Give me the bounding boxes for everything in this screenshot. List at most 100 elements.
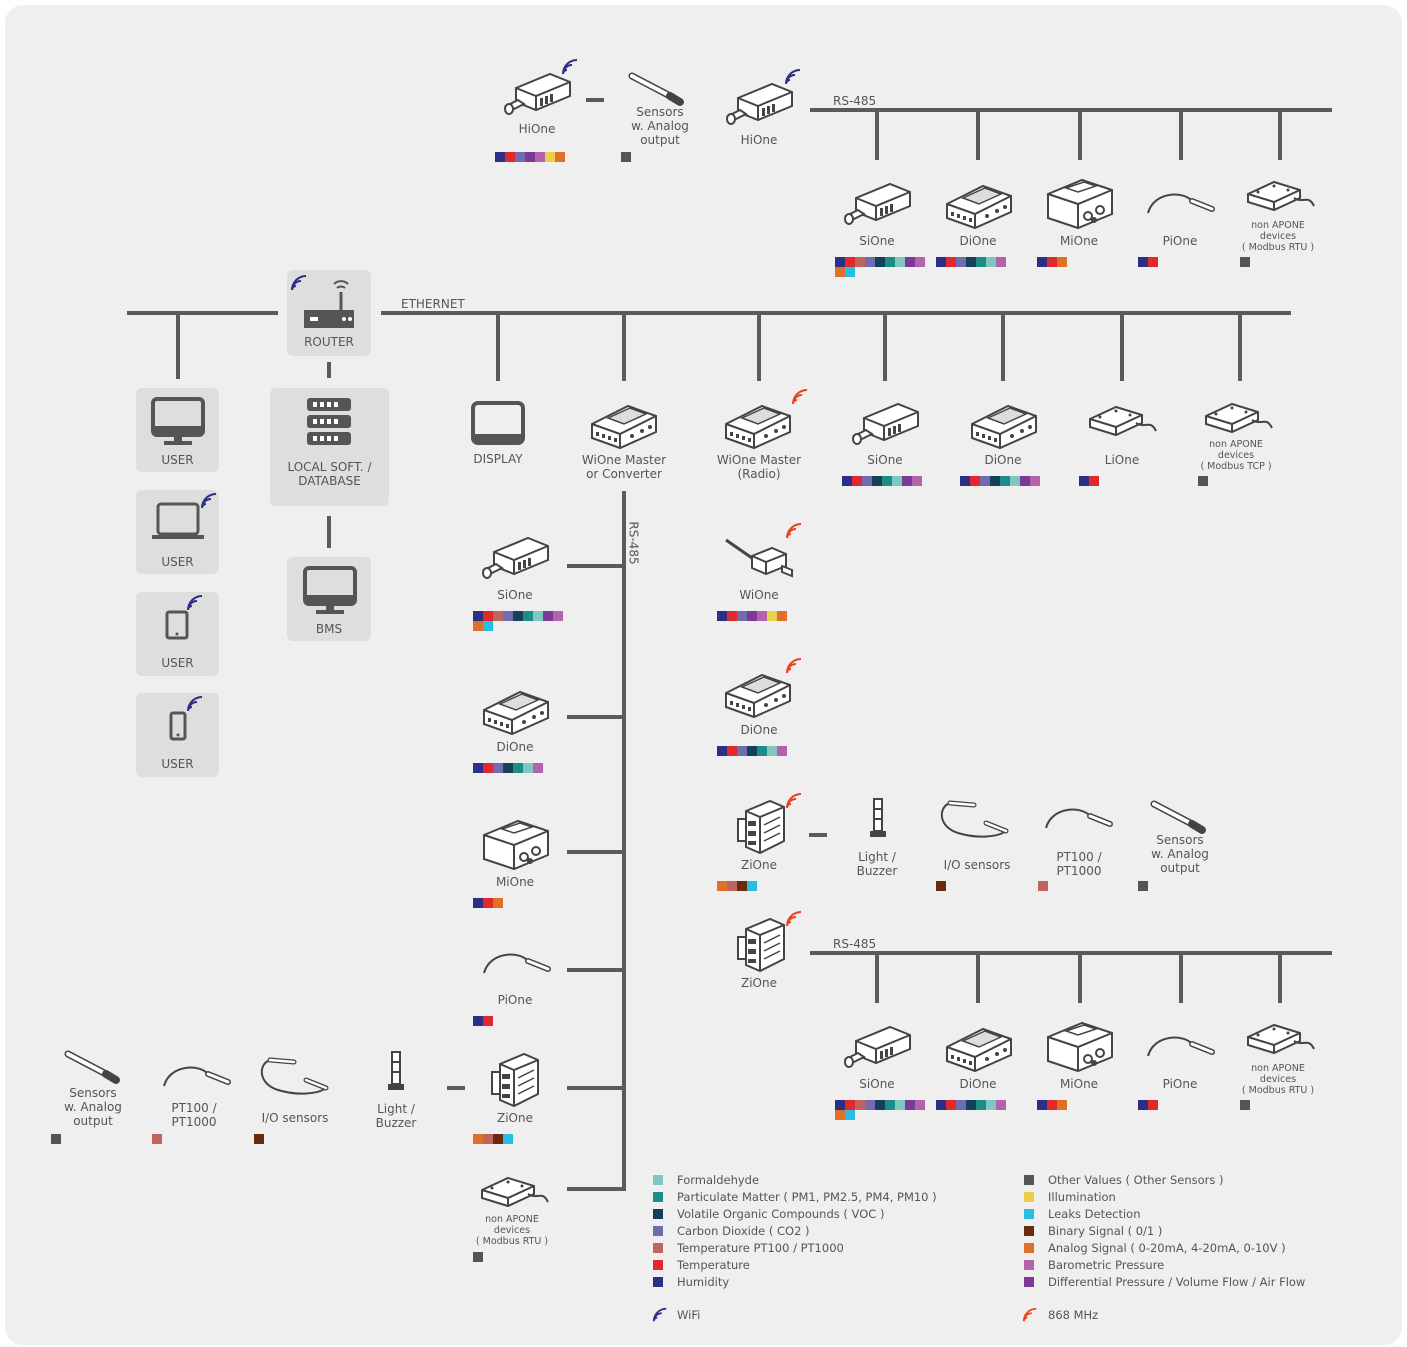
eth-sione-device-icon[interactable] <box>850 398 922 452</box>
swatch-co2 <box>980 476 990 486</box>
swatch-humidity <box>717 611 727 621</box>
swatch-humidity <box>717 746 727 756</box>
wione-master-label-line1: WiOne Master <box>581 453 667 467</box>
phone-icon <box>169 711 187 741</box>
swatch-humidity <box>473 898 483 908</box>
local-database-label-line2: DATABASE <box>298 474 361 488</box>
swatch-humidity <box>473 611 483 621</box>
swatch-voc <box>513 611 523 621</box>
r-analog-probe-icon <box>1150 800 1210 836</box>
hione-right-label: HiOne <box>740 133 778 147</box>
r-dione-device-icon[interactable] <box>722 667 794 721</box>
wifi-legend-label: WiFi <box>677 1308 701 1322</box>
swatch-humidity <box>1079 476 1089 486</box>
legend-color-swatch <box>653 1226 663 1236</box>
legend-text: Barometric Pressure <box>1048 1258 1165 1272</box>
v-sione-device-icon[interactable] <box>480 532 552 586</box>
swatch-co2 <box>515 152 525 162</box>
right-zione-dash <box>809 833 827 837</box>
wifi-icon <box>187 696 203 712</box>
top-drop-3 <box>1078 110 1082 160</box>
b-pione-probe-icon[interactable] <box>1144 1028 1216 1068</box>
left-light-label-line1: Light / <box>377 1102 415 1116</box>
swatch-barometric <box>533 763 543 773</box>
hione-right-device-icon[interactable] <box>724 78 796 132</box>
v-branch-dione <box>567 715 624 719</box>
radio-868-icon <box>785 792 803 810</box>
r-zione2-device-icon[interactable] <box>734 915 790 975</box>
swatch-pt100 <box>727 881 737 891</box>
swatch-pm <box>885 257 895 267</box>
r-wione-device-icon[interactable] <box>722 532 794 586</box>
eth-nonapone-device-icon[interactable] <box>1202 398 1274 438</box>
left-pt100-swatches <box>152 1134 164 1144</box>
left-pt100-label-line1: PT100 / <box>171 1101 217 1115</box>
v-pione-probe-icon[interactable] <box>480 945 552 985</box>
top-mione-device-icon[interactable] <box>1044 174 1116 234</box>
hione-left-device-icon[interactable] <box>502 68 574 122</box>
b-sione-device-icon[interactable] <box>842 1021 914 1075</box>
r-sensors-label-line1: Sensors <box>1156 833 1204 847</box>
r-io-swatches <box>936 881 948 891</box>
b-mione-device-icon[interactable] <box>1044 1017 1116 1077</box>
r-io-sensor-icon <box>938 797 1014 843</box>
swatch-illumination <box>545 152 555 162</box>
eth-sione-swatches <box>842 476 932 486</box>
legend-right-item: Other Values ( Other Sensors ) <box>1024 1173 1224 1187</box>
b-nonapone-device-icon[interactable] <box>1244 1019 1316 1059</box>
top-nonapone-device-icon[interactable] <box>1244 176 1316 216</box>
left-sensors-swatches <box>51 1134 63 1144</box>
legend-text: Carbon Dioxide ( CO2 ) <box>677 1224 810 1238</box>
eth-dione-swatches <box>960 476 1050 486</box>
legend-color-swatch <box>1024 1175 1034 1185</box>
legend-right-item: Analog Signal ( 0-20mA, 4-20mA, 0-10V ) <box>1024 1241 1286 1255</box>
radio-legend-label: 868 MHz <box>1048 1308 1099 1322</box>
swatch-formaldehyde <box>533 611 543 621</box>
eth-dione-device-icon[interactable] <box>968 398 1040 452</box>
lione-device-icon[interactable] <box>1086 398 1158 444</box>
swatch-temperature <box>845 257 855 267</box>
wione-radio-device-icon[interactable] <box>722 398 794 452</box>
legend-right-item: Barometric Pressure <box>1024 1258 1164 1272</box>
swatch-analog <box>1057 257 1067 267</box>
swatch-binary <box>737 881 747 891</box>
swatch-co2 <box>956 257 966 267</box>
swatch-co2 <box>737 746 747 756</box>
swatch-analog <box>835 1110 845 1120</box>
drop-dione <box>1001 313 1005 381</box>
swatch-voc <box>747 746 757 756</box>
v-zione-device-icon[interactable] <box>488 1050 544 1110</box>
swatch-diffpressure <box>905 257 915 267</box>
swatch-humidity <box>1037 257 1047 267</box>
v-mione-swatches <box>473 898 513 908</box>
b-dione-device-icon[interactable] <box>943 1021 1015 1075</box>
left-io-swatches <box>254 1134 266 1144</box>
ethernet-bus-left <box>127 311 278 315</box>
b-mione-swatches <box>1037 1100 1077 1110</box>
swatch-temperature <box>483 898 493 908</box>
left-analog-probe-icon <box>64 1050 124 1086</box>
top-nonapone-swatches <box>1240 257 1252 267</box>
swatch-humidity <box>835 1100 845 1110</box>
v-mione-device-icon[interactable] <box>480 815 552 875</box>
wione-master-device-icon[interactable] <box>588 398 660 452</box>
user-desktop-label: USER <box>161 453 194 467</box>
b-pione-swatches <box>1138 1100 1168 1110</box>
top-pione-probe-icon[interactable] <box>1144 185 1216 225</box>
database-server-icon <box>307 398 351 445</box>
v-branch-zione <box>567 1086 624 1090</box>
top-rs485-label: RS-485 <box>833 94 877 108</box>
v-nonapone-device-icon[interactable] <box>478 1172 550 1212</box>
top-sione-device-icon[interactable] <box>842 178 914 232</box>
v-dione-device-icon[interactable] <box>480 684 552 738</box>
sensors-top-label-line1: Sensors <box>636 105 684 119</box>
legend-color-swatch <box>653 1209 663 1219</box>
display-icon[interactable] <box>470 400 526 446</box>
swatch-co2 <box>737 611 747 621</box>
swatch-humidity <box>495 152 505 162</box>
swatch-barometric <box>915 1100 925 1110</box>
top-pione-swatches <box>1138 257 1168 267</box>
top-dione-device-icon[interactable] <box>943 178 1015 232</box>
r-zione1-device-icon[interactable] <box>734 797 790 857</box>
swatch-temperature <box>727 611 737 621</box>
